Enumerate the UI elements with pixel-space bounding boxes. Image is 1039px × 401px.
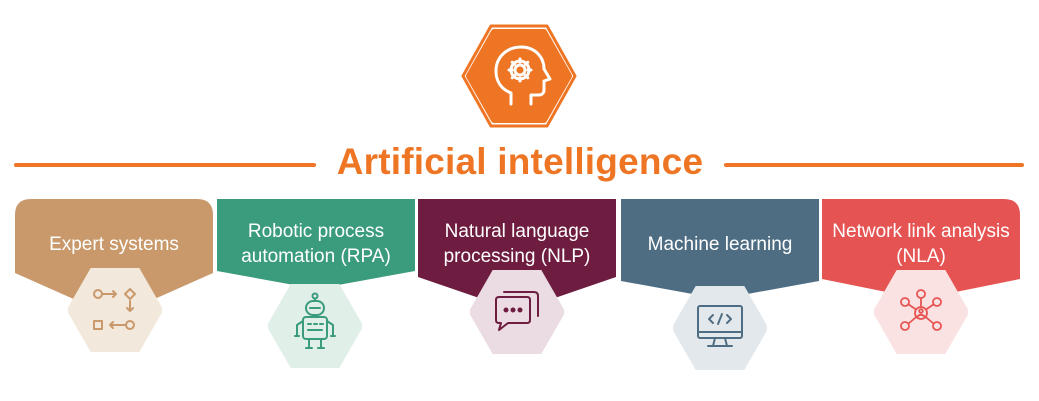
icon-hexagon [268,284,362,368]
card-banner [621,199,819,299]
card-banner [217,199,415,289]
card-banner [822,199,1020,299]
title-divider-left [14,163,316,167]
card-nla: Network link analysis (NLA) [822,199,1020,369]
card-banner [15,199,213,317]
title-row: Artificial intelligence [0,134,1039,190]
flowchart-icon [93,288,136,330]
chat-bubbles-icon [495,291,539,331]
card-label: Robotic process automation (RPA) [241,221,391,267]
page-title: Artificial intelligence [336,141,704,182]
icon-hexagon [470,270,564,354]
hero-hexagon [461,24,577,128]
card-expert-systems: Expert systems [15,199,213,369]
card-label: Natural language processing (NLP) [443,221,591,267]
card-label: Network link analysis (NLA) [832,221,1010,267]
icon-hexagon [68,268,162,352]
icon-hexagon [874,270,968,354]
card-rpa: Robotic process automation (RPA) [217,199,415,369]
title-divider-right [724,163,1024,167]
card-nlp: Natural language processing (NLP) [418,199,616,369]
computer-code-icon [697,305,743,347]
card-machine-learning: Machine learning [621,199,819,370]
icon-hexagon [673,286,767,370]
card-label: Machine learning [647,233,793,255]
card-banner [418,199,616,311]
network-nodes-icon [900,289,942,331]
robot-icon [294,292,336,349]
brain-gear-icon [494,45,552,106]
card-label: Expert systems [49,233,179,255]
